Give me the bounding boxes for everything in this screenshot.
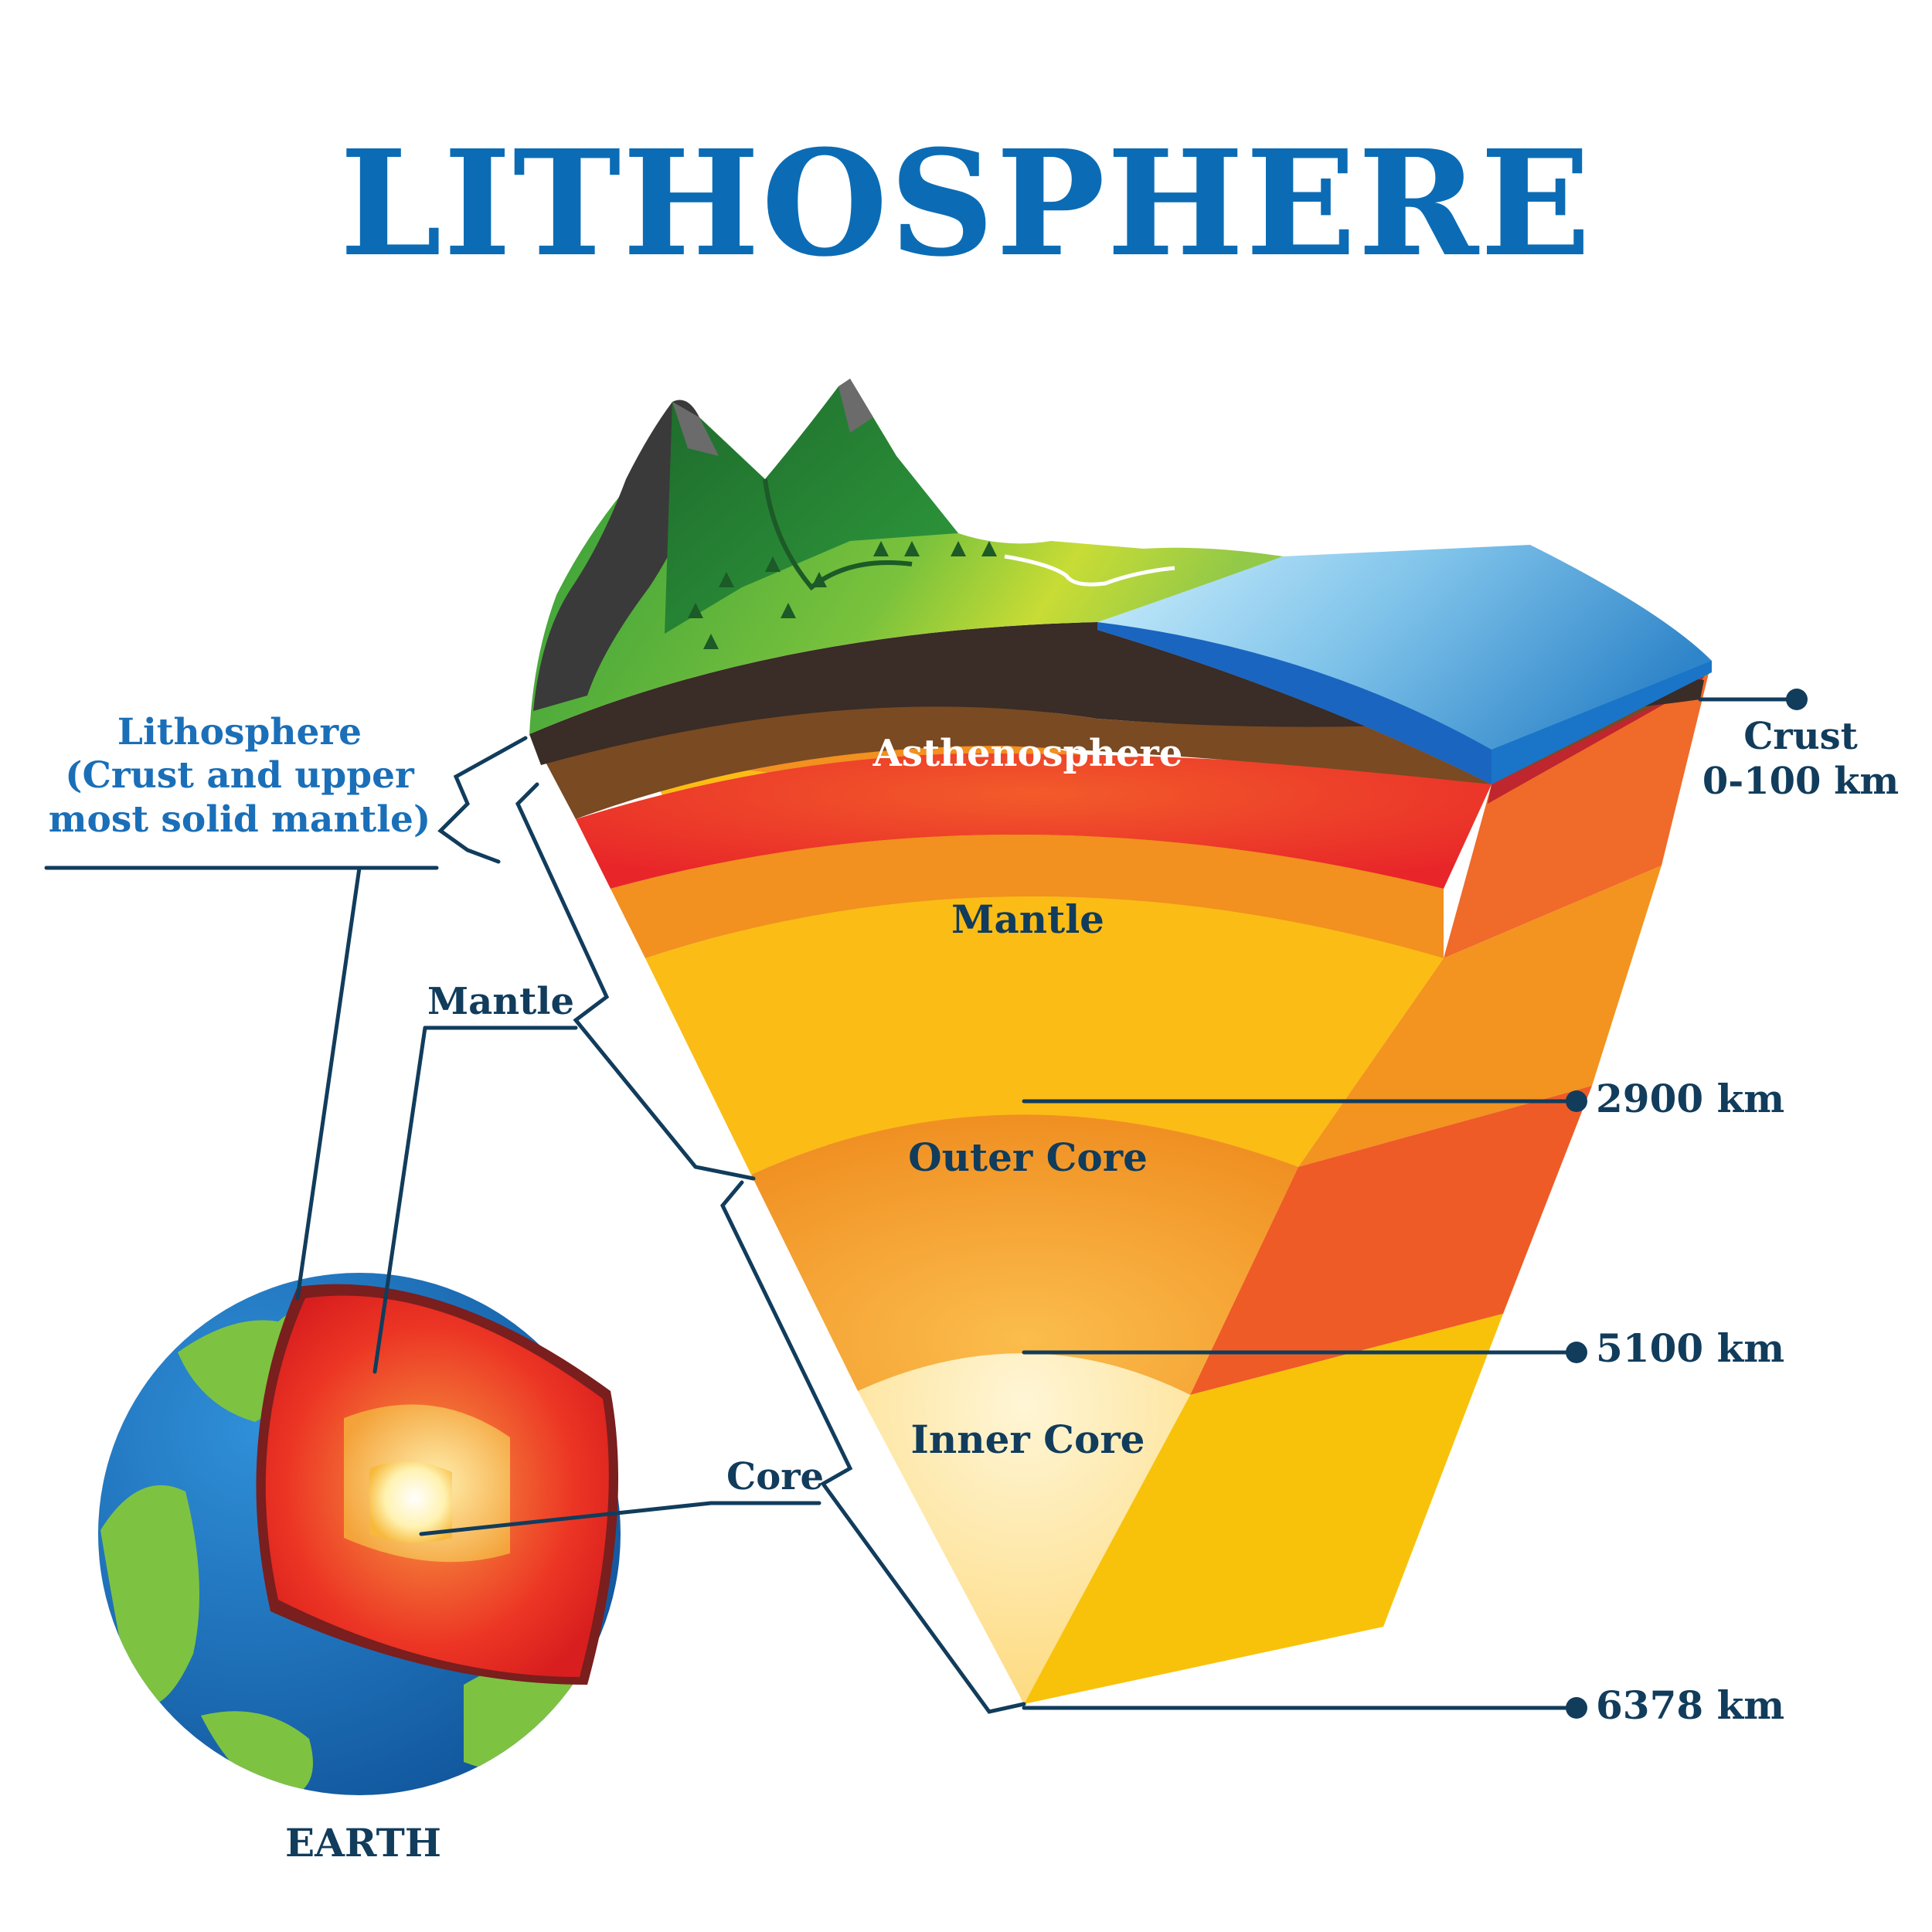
mantle-pointer xyxy=(372,1026,427,1374)
leader-lines xyxy=(44,697,1795,1714)
mantle-section-label: Mantle xyxy=(951,896,1104,942)
inner-core-band xyxy=(858,1353,1190,1704)
side-face-mantle xyxy=(1298,866,1662,1167)
crust-depth-label: Crust 0-100 km xyxy=(1685,715,1917,804)
depth-markers xyxy=(1566,689,1808,1719)
sphere-inner-core xyxy=(369,1461,452,1543)
dot-5100 xyxy=(1566,1342,1587,1363)
mountain-rock-left xyxy=(533,400,711,711)
surface xyxy=(529,379,1712,784)
lithosphere-pointer xyxy=(295,866,362,1301)
earth-globe xyxy=(98,1273,621,1795)
outer-core-label: Outer Core xyxy=(908,1134,1148,1180)
lithosphere-label: Lithosphere (Crust and upper most solid … xyxy=(31,711,448,842)
dot-2900 xyxy=(1566,1090,1587,1112)
asthenosphere-label: Asthenosphere xyxy=(872,732,1183,775)
crust-dot xyxy=(1786,689,1808,710)
core-pointer xyxy=(419,1501,713,1536)
dot-6378 xyxy=(1566,1697,1587,1719)
continent-bottom xyxy=(201,1711,313,1795)
mantle-upper-layer xyxy=(611,835,1444,958)
asthenosphere-layer xyxy=(576,753,1492,889)
crust-name: Crust xyxy=(1743,715,1858,758)
crust-brown-layer xyxy=(541,684,1700,819)
mantle-side-label: Mantle xyxy=(427,980,575,1023)
depth-5100-label: 5100 km xyxy=(1596,1325,1785,1371)
crust-range: 0-100 km xyxy=(1702,759,1900,803)
side-face-outer-core xyxy=(1190,1086,1592,1395)
mountain-peak-right xyxy=(838,379,873,433)
outer-core-band xyxy=(751,1114,1298,1395)
depth-2900-label: 2900 km xyxy=(1596,1076,1785,1121)
lithosphere-label-line3: most solid mantle) xyxy=(48,798,431,841)
earth-label: EARTH xyxy=(284,1820,442,1866)
ocean-edge xyxy=(1097,622,1492,784)
side-face-inner-core xyxy=(1024,1314,1503,1704)
trees xyxy=(688,541,997,649)
river xyxy=(1004,554,1175,587)
ocean-side xyxy=(1492,661,1712,784)
inner-core-label: Inner Core xyxy=(910,1417,1145,1462)
mountain-green xyxy=(665,379,958,634)
core-side-label: Core xyxy=(726,1455,825,1498)
mountain-peak-left xyxy=(672,402,719,456)
mountain-ridge xyxy=(763,478,913,591)
page-title: LITHOSPHERE xyxy=(339,118,1593,289)
lithosphere-label-line2: (Crust and upper xyxy=(65,754,414,798)
mantle-lower-layer xyxy=(645,896,1444,1175)
mantle-bracket xyxy=(515,782,756,1181)
depth-6378-label: 6378 km xyxy=(1596,1682,1785,1728)
lithosphere-label-line1: Lithosphere xyxy=(117,711,362,753)
side-face-upper xyxy=(1444,661,1712,958)
lithosphere-bracket xyxy=(437,736,528,864)
core-bracket xyxy=(720,1180,1026,1714)
